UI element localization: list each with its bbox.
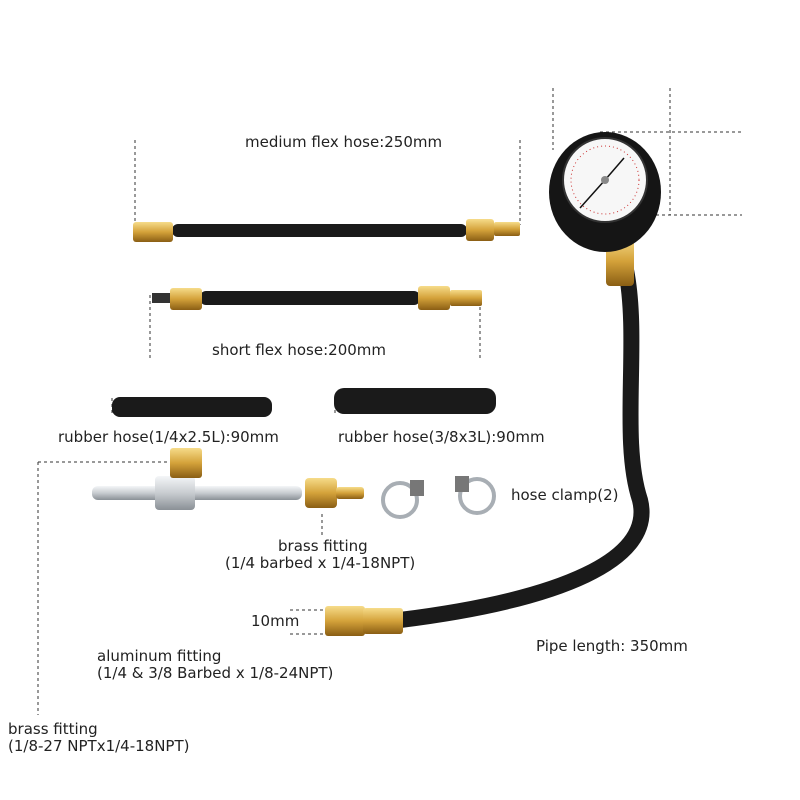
label-aluminum-fitting: aluminum fitting [97, 647, 222, 665]
gauge-hose [392, 262, 650, 628]
label-hose-clamp: hose clamp(2) [511, 486, 619, 504]
label-brass-fitting-barbed: brass fitting [278, 537, 368, 555]
label-brass-fitting-npt: brass fitting [8, 720, 98, 738]
label-brass-fitting-npt-spec: (1/8-27 NPTx1/4-18NPT) [8, 737, 190, 755]
brass-barbed-fitting [305, 478, 364, 508]
rubber-hose-large [334, 388, 496, 414]
short-flex-hose [152, 286, 482, 310]
medium-flex-hose [133, 219, 520, 242]
label-pipe-length: Pipe length: 350mm [536, 637, 688, 655]
label-10mm: 10mm [251, 612, 300, 630]
aluminum-fitting [92, 448, 302, 510]
label-aluminum-fitting-spec: (1/4 & 3/8 Barbed x 1/8-24NPT) [97, 664, 334, 682]
pressure-gauge [549, 132, 661, 252]
hose-clamps [381, 477, 496, 519]
rubber-hose-small [112, 397, 272, 417]
label-brass-fitting-barbed-spec: (1/4 barbed x 1/4-18NPT) [225, 554, 416, 572]
label-medium-hose: medium flex hose:250mm [245, 133, 443, 151]
knurled-fitting [325, 606, 365, 636]
label-rubber-hose-large: rubber hose(3/8x3L):90mm [338, 428, 545, 446]
dimension-lines [37, 88, 742, 715]
label-rubber-hose-small: rubber hose(1/4x2.5L):90mm [58, 428, 279, 446]
label-short-hose: short flex hose:200mm [212, 341, 387, 359]
